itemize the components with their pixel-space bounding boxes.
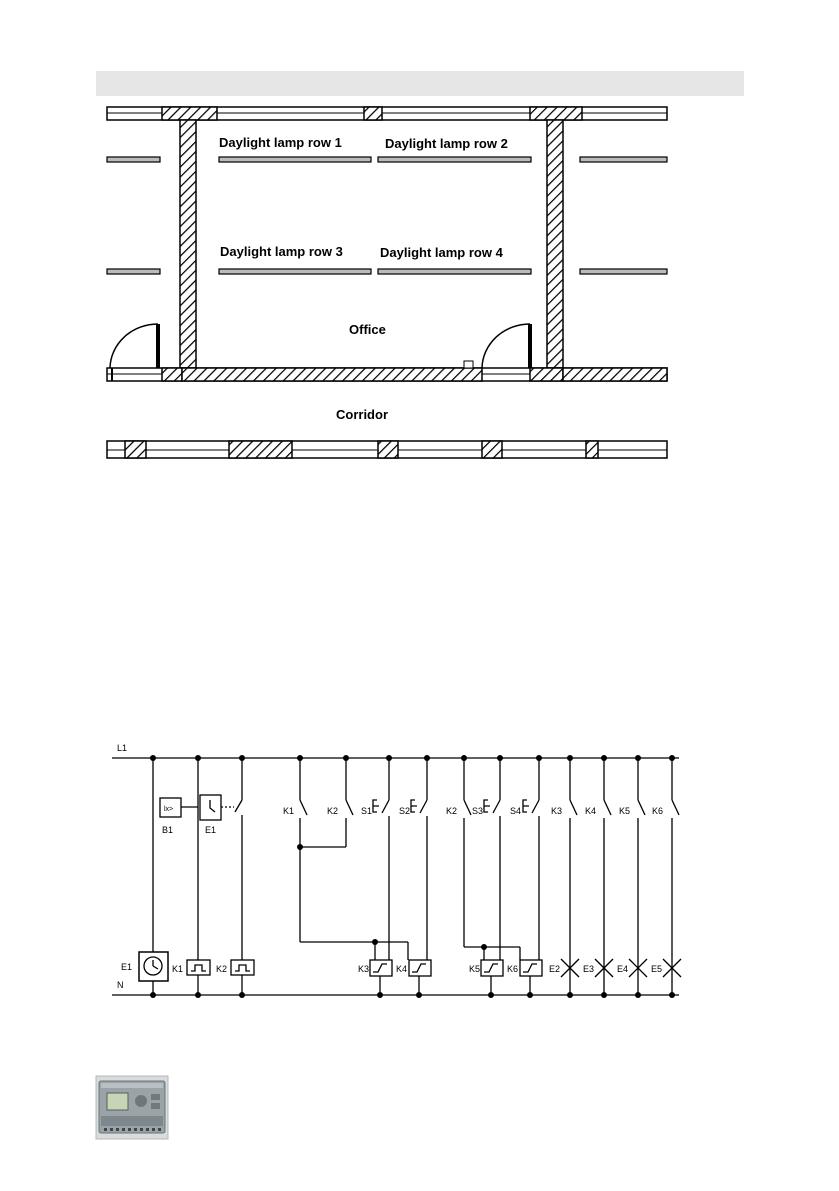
k5-coil-label: K5 [469, 964, 480, 974]
door-left-icon [110, 324, 158, 368]
k5-contact-label: K5 [619, 806, 630, 816]
side-lamp-right-1 [580, 157, 667, 162]
side-lamp-right-2 [580, 269, 667, 274]
n-label: N [117, 980, 124, 990]
floor-plan: Daylight lamp row 1 Daylight lamp row 2 … [96, 71, 744, 458]
e1-relay-label: E1 [121, 962, 132, 972]
circuit-labels: L1 N lx> B1 E1 E1 K1 K2 K1 K2 S1 S2 K2 S… [117, 743, 663, 990]
office-right-wall [547, 120, 563, 368]
k3-coil [370, 960, 392, 976]
corridor-label: Corridor [336, 407, 388, 422]
k2-coil-label: K2 [216, 964, 227, 974]
k6-coil [520, 960, 542, 976]
k5-coil [481, 960, 503, 976]
k1-contact-label: K1 [283, 806, 294, 816]
k2-contact-2-label: K2 [446, 806, 457, 816]
k2-contact-label: K2 [327, 806, 338, 816]
s2-label: S2 [399, 806, 410, 816]
lamp-row-2-bar [378, 157, 531, 162]
k4-coil-label: K4 [396, 964, 407, 974]
corridor-lower-wall [107, 441, 667, 458]
lux-symbol: lx> [164, 806, 173, 813]
side-lamp-left-1 [107, 157, 160, 162]
k2-coil [231, 960, 254, 975]
k3-contact-label: K3 [551, 806, 562, 816]
k6-contact-label: K6 [652, 806, 663, 816]
lamp-row-4-bar [378, 269, 531, 274]
e2-label: E2 [549, 964, 560, 974]
office-left-wall [180, 120, 196, 368]
s4-label: S4 [510, 806, 521, 816]
door-right-icon [482, 324, 530, 368]
k3-coil-label: K3 [358, 964, 369, 974]
header-band [96, 71, 744, 96]
e3-label: E3 [583, 964, 594, 974]
lamp-row-2-label: Daylight lamp row 2 [385, 136, 508, 151]
s3-label: S3 [472, 806, 483, 816]
l1-label: L1 [117, 743, 127, 753]
lamp-row-1-label: Daylight lamp row 1 [219, 135, 342, 150]
k1-coil [187, 960, 210, 975]
lamp-row-3-bar [219, 269, 371, 274]
lamp-row-4-label: Daylight lamp row 4 [380, 245, 504, 260]
k1-coil-label: K1 [172, 964, 183, 974]
k6-coil-label: K6 [507, 964, 518, 974]
office-label: Office [349, 322, 386, 337]
e1-switch-label: E1 [205, 825, 216, 835]
e4-label: E4 [617, 964, 628, 974]
b1-label: B1 [162, 825, 173, 835]
lamp-row-3-label: Daylight lamp row 3 [220, 244, 343, 259]
e5-label: E5 [651, 964, 662, 974]
lamp-row-1-bar [219, 157, 371, 162]
side-lamp-left-2 [107, 269, 160, 274]
circuit-diagram [112, 755, 681, 998]
junction-dots [150, 755, 675, 998]
k4-coil [409, 960, 431, 976]
s1-label: S1 [361, 806, 372, 816]
k4-contact-label: K4 [585, 806, 596, 816]
top-wall [107, 107, 667, 120]
logo-controller-icon [96, 1076, 168, 1139]
